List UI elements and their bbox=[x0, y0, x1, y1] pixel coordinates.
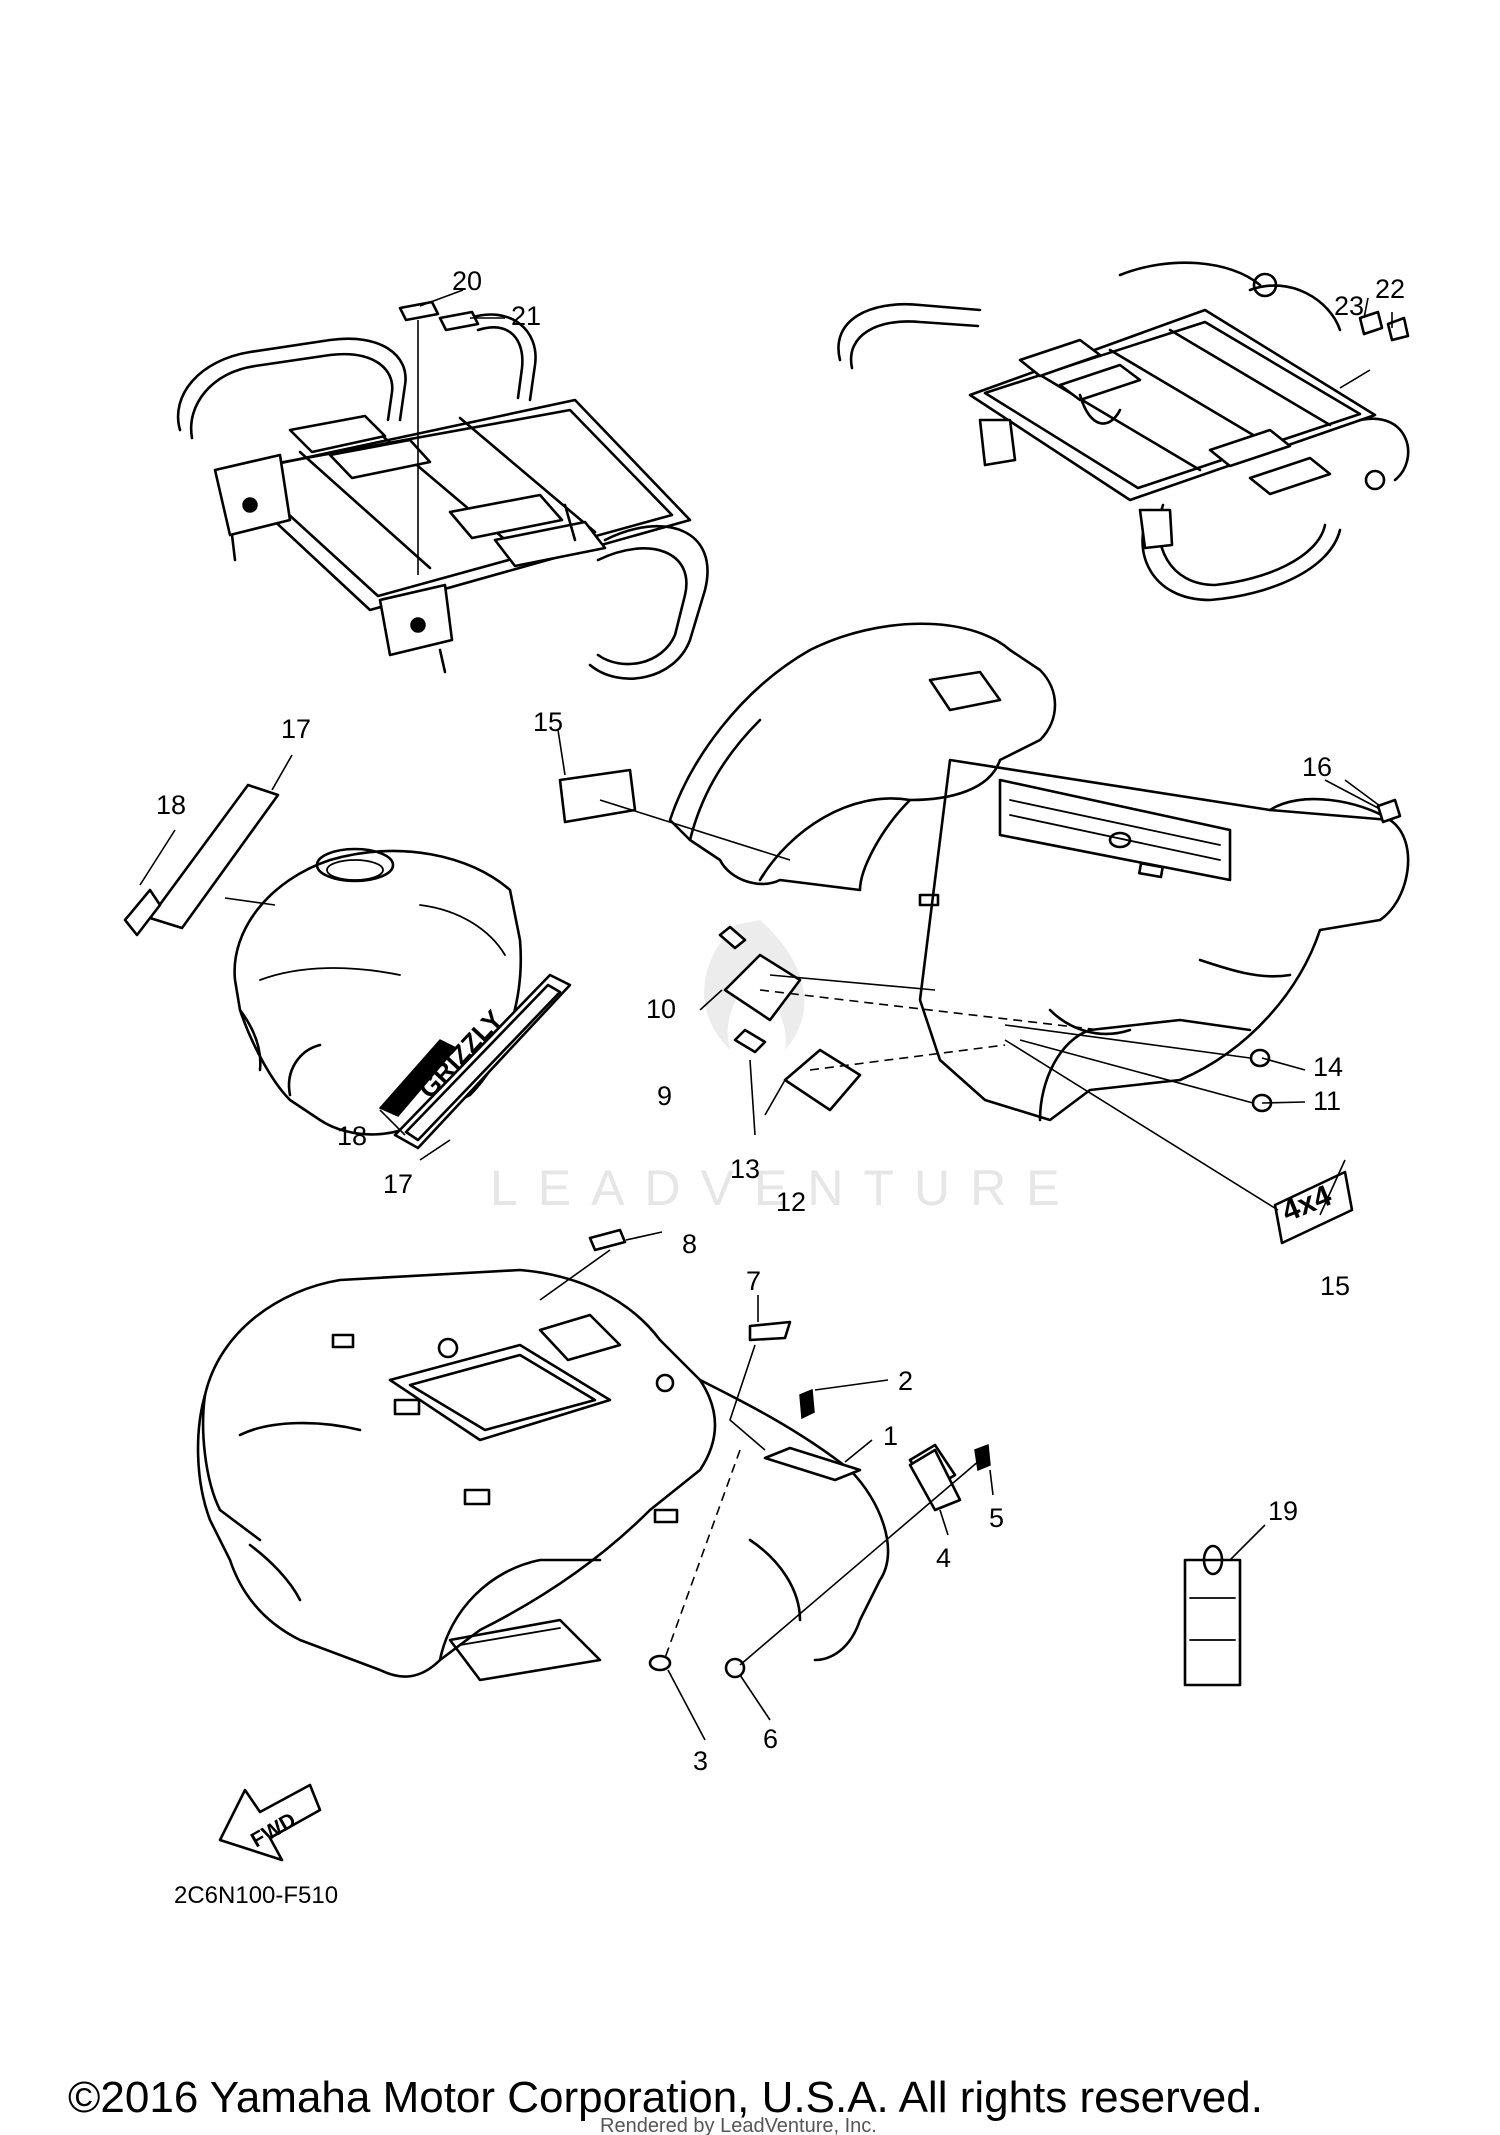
callout-20[interactable]: 20 bbox=[452, 266, 482, 296]
callout-4[interactable]: 4 bbox=[936, 1543, 951, 1573]
callout-11[interactable]: 11 bbox=[1313, 1086, 1341, 1116]
watermark-text: LEADVENTURE bbox=[490, 1160, 1080, 1216]
callout-6[interactable]: 6 bbox=[763, 1724, 778, 1754]
callout-9[interactable]: 9 bbox=[657, 1081, 672, 1111]
watermark-logo bbox=[704, 920, 805, 1050]
callout-16[interactable]: 16 bbox=[1302, 752, 1332, 782]
side-decal-18-upper[interactable] bbox=[123, 888, 162, 937]
callout-19[interactable]: 19 bbox=[1268, 1496, 1298, 1526]
drawing-code: 2C6N100-F510 bbox=[174, 1882, 338, 1909]
callout-23[interactable]: 23 bbox=[1334, 291, 1364, 321]
forward-direction-arrow: FWD bbox=[218, 1783, 322, 1862]
rear-carrier[interactable] bbox=[837, 261, 1410, 602]
callout-22[interactable]: 22 bbox=[1375, 274, 1405, 304]
rear-carrier-decals[interactable] bbox=[1339, 297, 1410, 389]
callout-2[interactable]: 2 bbox=[898, 1366, 913, 1396]
callout-8[interactable]: 8 bbox=[682, 1229, 697, 1259]
copyright-notice: ©2016 Yamaha Motor Corporation, U.S.A. A… bbox=[68, 2073, 1263, 2122]
callout-17-lower[interactable]: 17 bbox=[383, 1169, 413, 1199]
hang-tag[interactable] bbox=[1183, 1544, 1242, 1687]
callout-21[interactable]: 21 bbox=[511, 301, 541, 331]
rivets-mid[interactable] bbox=[718, 925, 1273, 1113]
front-carrier-decals[interactable] bbox=[398, 300, 480, 575]
rear-fender-decal-15[interactable] bbox=[558, 768, 791, 861]
callout-7[interactable]: 7 bbox=[746, 1266, 761, 1296]
callout-3[interactable]: 3 bbox=[693, 1746, 708, 1776]
callout-1[interactable]: 1 bbox=[883, 1421, 898, 1451]
callout-15-upper[interactable]: 15 bbox=[533, 707, 563, 737]
callout-13[interactable]: 13 bbox=[730, 1154, 760, 1184]
callout-12[interactable]: 12 bbox=[776, 1187, 806, 1217]
side-decal-17-upper[interactable] bbox=[148, 783, 280, 930]
front-carrier[interactable] bbox=[176, 313, 709, 680]
callout-14[interactable]: 14 bbox=[1313, 1052, 1343, 1082]
side-decal-18-lower[interactable] bbox=[378, 1039, 458, 1117]
callout-15-lower[interactable]: 15 bbox=[1320, 1271, 1350, 1301]
front-fender-cover[interactable] bbox=[233, 847, 522, 1136]
rear-fender[interactable] bbox=[668, 622, 1410, 1122]
lower-fender-parts[interactable] bbox=[539, 1228, 991, 1679]
rendered-by-notice: Rendered by LeadVenture, Inc. bbox=[600, 2115, 877, 2135]
callout-18-lower[interactable]: 18 bbox=[337, 1121, 367, 1151]
callout-18-upper[interactable]: 18 bbox=[156, 790, 186, 820]
callout-5[interactable]: 5 bbox=[989, 1503, 1004, 1533]
rear-fender-decal-16[interactable] bbox=[1344, 779, 1402, 824]
rear-fender-plates[interactable] bbox=[723, 953, 1101, 1112]
callout-17-upper[interactable]: 17 bbox=[281, 714, 311, 744]
callout-10[interactable]: 10 bbox=[646, 994, 676, 1024]
front-fender-lower[interactable] bbox=[196, 1268, 890, 1682]
